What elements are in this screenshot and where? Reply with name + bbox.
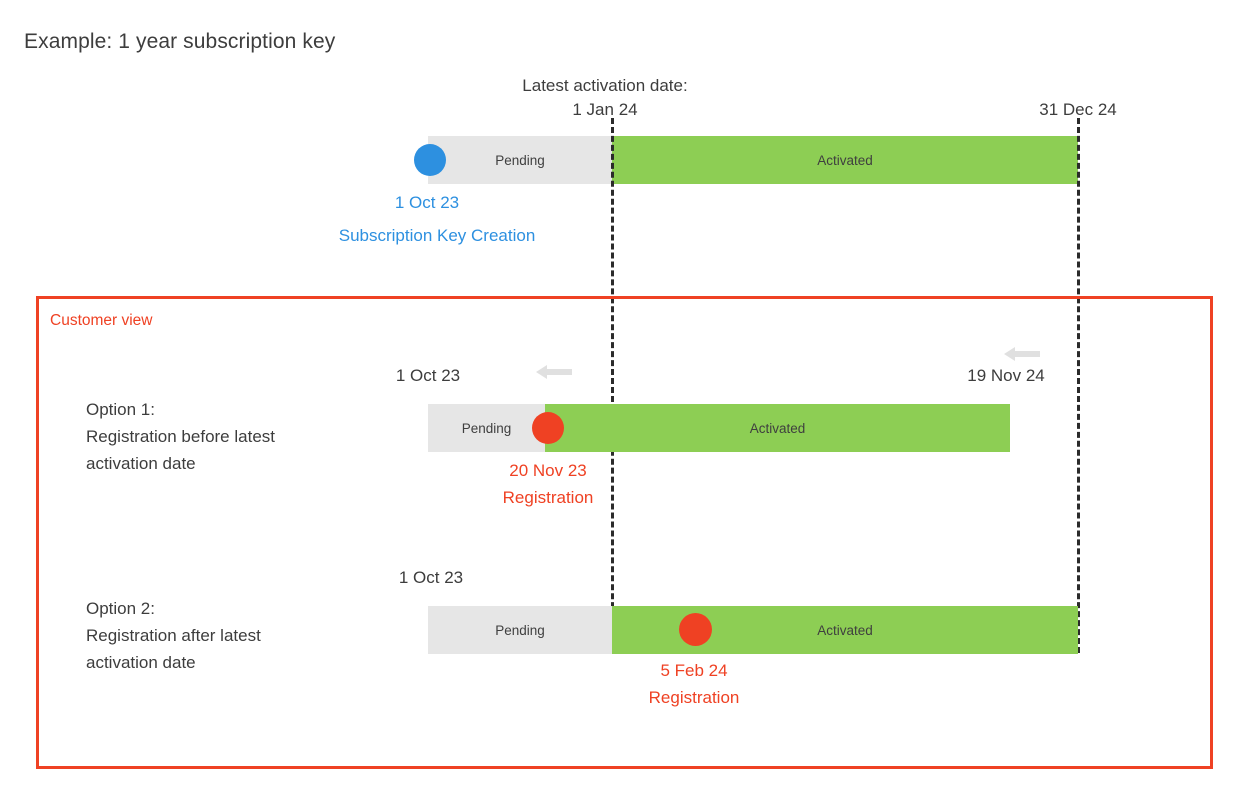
option-1-start-date-label: 1 Oct 23 <box>395 366 461 385</box>
creation-date-label: 1 Oct 23 <box>394 193 460 212</box>
option-2-description: Registration after latest activation dat… <box>86 626 261 672</box>
option-1-registration-label: Registration <box>502 488 594 507</box>
master-pending-segment: Pending <box>428 136 612 184</box>
option-2-start-date-label: 1 Oct 23 <box>398 568 464 587</box>
option-1-registration-date-label: 20 Nov 23 <box>509 461 587 480</box>
option-2-pending-segment: Pending <box>428 606 612 654</box>
option-2-registration-date-label: 5 Feb 24 <box>660 661 728 680</box>
latest-activation-date-label: 1 Jan 24 <box>572 100 638 119</box>
option-2-timeline-bar: Pending Activated <box>428 606 1078 654</box>
subscription-key-creation-dot <box>414 144 446 176</box>
shift-left-arrow-end-icon <box>1004 347 1040 361</box>
master-timeline-bar: Pending Activated <box>428 136 1078 184</box>
customer-view-title: Customer view <box>50 312 153 329</box>
option-1-registration-dot <box>532 412 564 444</box>
customer-view-box <box>36 296 1213 769</box>
option-2-registration-label: Registration <box>648 688 740 707</box>
option-1-pending-segment: Pending <box>428 404 545 452</box>
master-end-date-label: 31 Dec 24 <box>1039 100 1117 119</box>
option-1-activated-segment: Activated <box>545 404 1010 452</box>
option-1-description: Registration before latest activation da… <box>86 427 275 473</box>
option-1-heading: Option 1: <box>86 400 155 419</box>
option-2-registration-dot <box>679 613 712 646</box>
master-activated-segment: Activated <box>612 136 1078 184</box>
guide-line-end-date <box>1077 118 1080 653</box>
option-1-end-date-label: 19 Nov 24 <box>967 366 1045 385</box>
creation-event-label: Subscription Key Creation <box>338 226 536 245</box>
shift-left-arrow-icon <box>536 365 572 379</box>
page-title: Example: 1 year subscription key <box>24 30 336 53</box>
option-2-heading: Option 2: <box>86 599 155 618</box>
option-1-timeline-bar: Pending Activated <box>428 404 1010 452</box>
guide-line-latest-activation <box>611 118 614 653</box>
latest-activation-caption: Latest activation date: <box>522 76 688 95</box>
